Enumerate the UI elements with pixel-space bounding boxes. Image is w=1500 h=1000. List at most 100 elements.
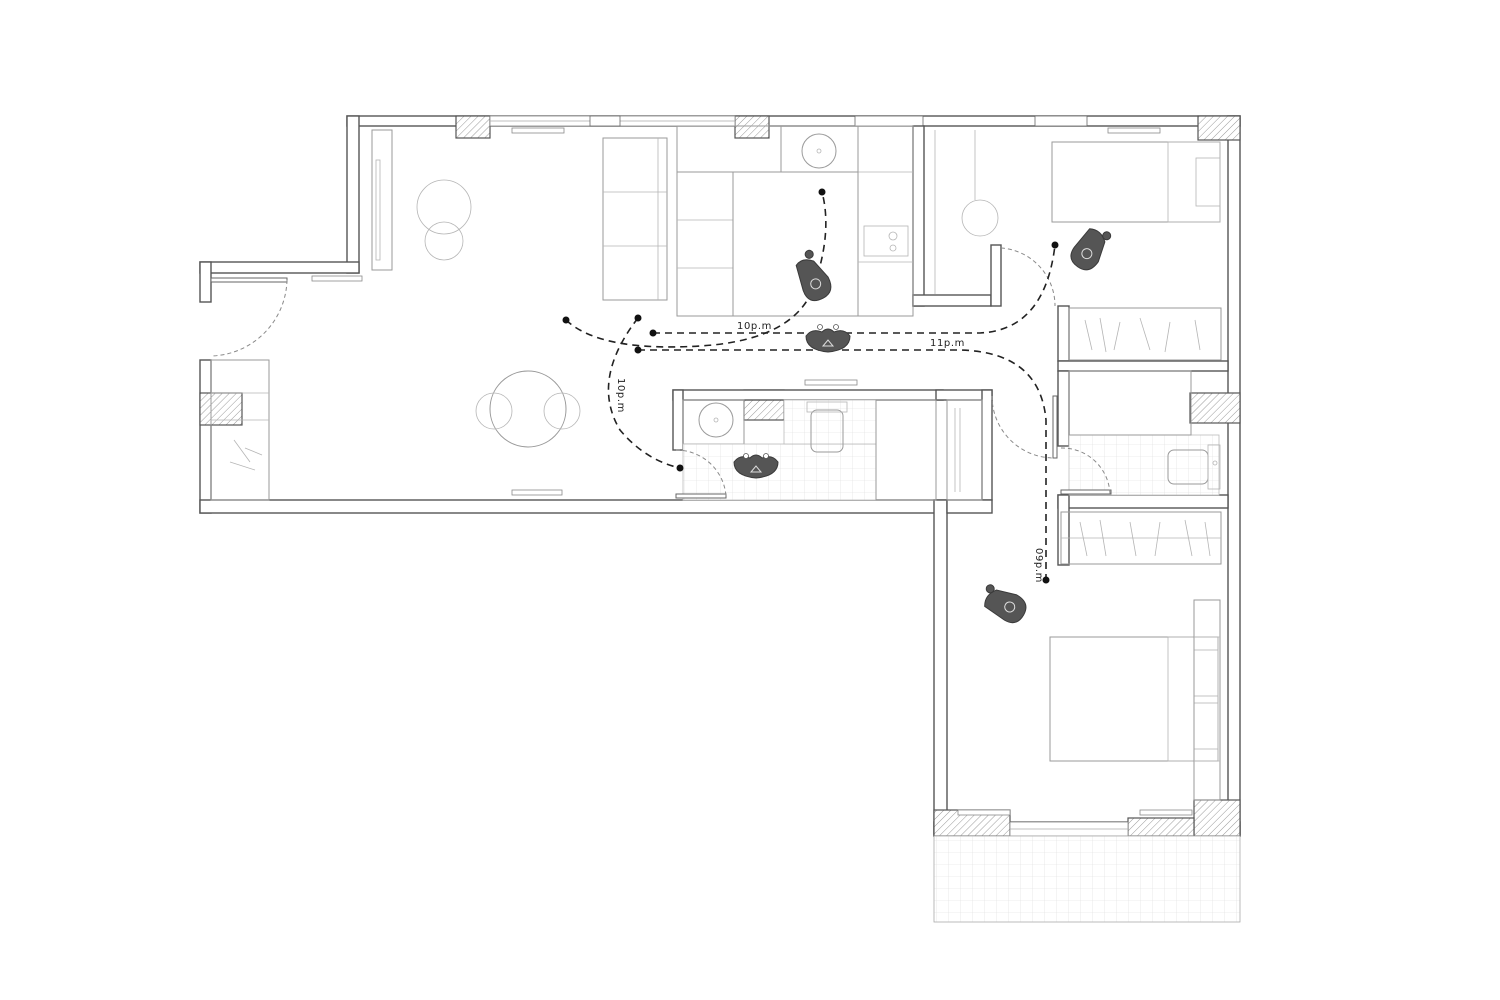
far-left-wall-top bbox=[199, 261, 212, 303]
bedside-stool bbox=[961, 199, 999, 237]
furniture bbox=[210, 125, 1241, 923]
column bbox=[734, 115, 770, 139]
kitchen-island-space bbox=[732, 171, 859, 317]
bathroom2-storage bbox=[1068, 370, 1192, 436]
living-bottom-wall bbox=[199, 499, 948, 514]
bedroom2-cabinet bbox=[1193, 599, 1221, 801]
route-living-bathroom bbox=[607, 317, 681, 469]
person-figure-icon bbox=[984, 584, 1027, 624]
round-stool bbox=[424, 221, 464, 261]
column bbox=[1127, 817, 1195, 837]
time-label-living: 10p.m bbox=[615, 378, 626, 413]
person-figure-icon bbox=[795, 249, 832, 302]
column bbox=[1189, 392, 1241, 424]
living-upper-left-wall bbox=[346, 115, 360, 274]
route-endpoint-dot-icon bbox=[634, 314, 642, 322]
radiator-icon bbox=[511, 489, 563, 496]
route-endpoint-dot-icon bbox=[649, 329, 657, 337]
kitchen-cabinet bbox=[676, 171, 734, 317]
route-kitchen bbox=[565, 191, 827, 348]
radiator-icon bbox=[511, 127, 565, 134]
door-swing-icon bbox=[991, 395, 1055, 459]
kitchen-sink-unit bbox=[780, 125, 859, 173]
radiator-icon bbox=[311, 275, 363, 282]
bed-icon bbox=[1051, 141, 1221, 223]
right-wall bbox=[1227, 115, 1241, 837]
shower-right-wall bbox=[981, 389, 993, 501]
door-swing-icon bbox=[1000, 247, 1056, 307]
toilet-icon bbox=[810, 409, 844, 453]
interior-walls bbox=[672, 125, 1229, 566]
bedroom1-bottom-wall-left bbox=[912, 294, 992, 307]
bathroom-cabinet bbox=[875, 399, 937, 501]
route-endpoint-dot-icon bbox=[1042, 576, 1050, 584]
radiator-icon bbox=[804, 379, 858, 386]
stove bbox=[863, 225, 909, 257]
bathroom-door bbox=[675, 493, 727, 499]
time-label-corridor: 11p.m bbox=[930, 338, 965, 349]
entrance-closet bbox=[210, 359, 270, 501]
radiators bbox=[311, 127, 1193, 816]
closet-wall bbox=[1057, 305, 1070, 362]
time-labels: 10p.m 11p.m 10p.m 09p.m bbox=[615, 321, 1044, 583]
people bbox=[733, 228, 1112, 624]
shower-bottom-wall bbox=[946, 499, 993, 514]
shower bbox=[946, 399, 983, 501]
bedroom2-closet-wall bbox=[1057, 494, 1070, 566]
column bbox=[1193, 799, 1241, 837]
person-figure-icon bbox=[733, 453, 779, 479]
kitchen-counter bbox=[857, 125, 914, 317]
route-endpoint-dot-icon bbox=[1051, 241, 1059, 249]
kitchen-bedroom-wall bbox=[912, 125, 925, 307]
radiator-icon bbox=[1107, 127, 1161, 134]
far-left-wall-bottom bbox=[199, 359, 212, 514]
kitchen-area bbox=[676, 125, 914, 317]
radiator-icon bbox=[957, 809, 1011, 816]
dining-chair bbox=[543, 392, 581, 430]
closet-bottom-wall bbox=[1057, 360, 1229, 372]
routes bbox=[562, 188, 1059, 584]
route-endpoint-dot-icon bbox=[818, 188, 826, 196]
person-figure-icon bbox=[1070, 228, 1112, 271]
exterior-walls bbox=[199, 115, 1241, 837]
windows bbox=[489, 115, 1129, 837]
route-endpoint-dot-icon bbox=[562, 316, 570, 324]
time-label-kitchen: 10p.m bbox=[737, 321, 772, 332]
door-swing-icon bbox=[1060, 447, 1111, 495]
bathroom2-left-wall bbox=[1057, 370, 1070, 447]
doors bbox=[210, 247, 1112, 499]
radiator-icon bbox=[1139, 809, 1193, 816]
sink-icon bbox=[801, 133, 837, 169]
bathroom-floor-tiles bbox=[682, 443, 877, 501]
bathroom2-floor-tiles bbox=[1068, 434, 1220, 496]
entrance-door bbox=[210, 277, 288, 283]
lower-bedroom-left-wall bbox=[933, 499, 948, 837]
column bbox=[1197, 115, 1241, 141]
bathroom2-bottom-wall bbox=[1057, 494, 1229, 509]
route-endpoint-dot-icon bbox=[634, 346, 642, 354]
route-corridor-11pm bbox=[638, 349, 1047, 580]
route-corridor-bedroom1 bbox=[653, 244, 1056, 334]
bedroom1-door-jamb bbox=[990, 244, 1002, 307]
balcony-top-wall bbox=[199, 261, 360, 274]
bathroom2-inner-door bbox=[1060, 489, 1112, 495]
wardrobe bbox=[1068, 307, 1222, 361]
sink-icon bbox=[682, 399, 745, 445]
door-swing-icon bbox=[675, 449, 727, 497]
bathroom-top-wall bbox=[672, 389, 944, 401]
route-endpoint-dot-icon bbox=[676, 464, 684, 472]
terrace bbox=[933, 835, 1241, 923]
sofa bbox=[602, 137, 668, 301]
column bbox=[455, 115, 491, 139]
person-figure-icon bbox=[805, 324, 851, 353]
bathroom2-door bbox=[1052, 395, 1058, 459]
round-table bbox=[416, 179, 472, 235]
living-shelf bbox=[371, 129, 393, 271]
dining-chair bbox=[475, 392, 513, 430]
time-label-bedroom: 09p.m bbox=[1033, 548, 1044, 583]
door-swing-icon bbox=[210, 279, 288, 357]
dining-table bbox=[489, 370, 567, 448]
bathroom-left-wall bbox=[672, 389, 684, 451]
bed-icon bbox=[1049, 636, 1219, 762]
